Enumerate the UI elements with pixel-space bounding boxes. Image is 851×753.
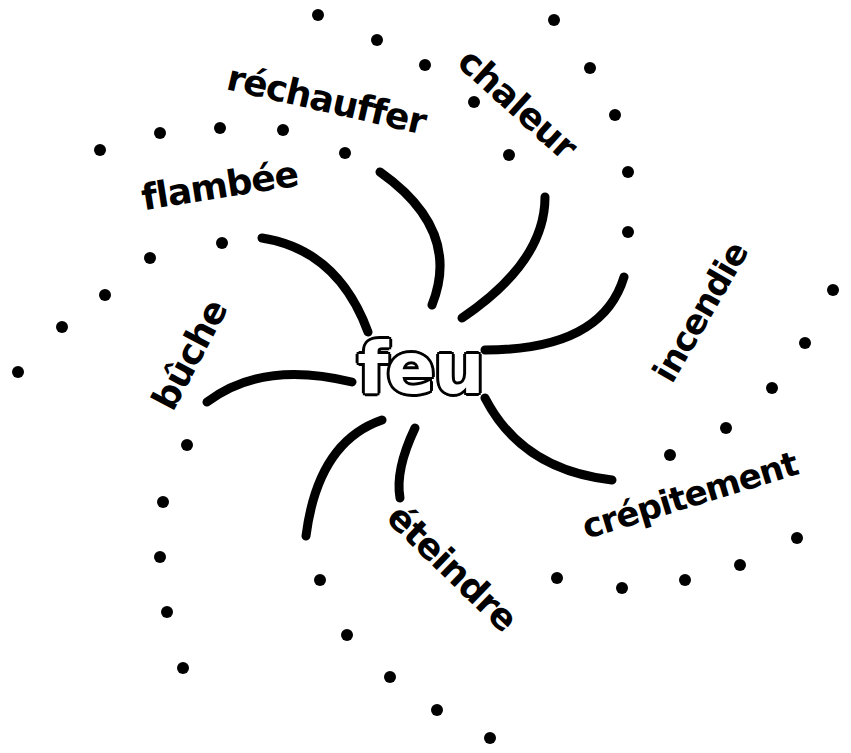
- spiral-arms: [207, 172, 624, 536]
- associated-word: crépitement: [578, 446, 801, 544]
- spiral-arm: [262, 238, 368, 332]
- associated-word: flambée: [139, 156, 300, 216]
- spiral-arm: [462, 197, 545, 318]
- spiral-arm: [380, 172, 440, 305]
- spiral-arm: [306, 420, 382, 536]
- spiral-arm: [485, 277, 624, 350]
- spiral-dots: [12, 9, 839, 744]
- spiral-arm: [485, 398, 612, 480]
- spiral-arm: [207, 374, 352, 402]
- center-word: feu: [357, 332, 482, 404]
- spiral-arm: [399, 428, 415, 498]
- associated-word: incendie: [647, 237, 754, 388]
- associated-word: éteindre: [381, 498, 524, 638]
- associated-word: réchauffer: [223, 60, 428, 141]
